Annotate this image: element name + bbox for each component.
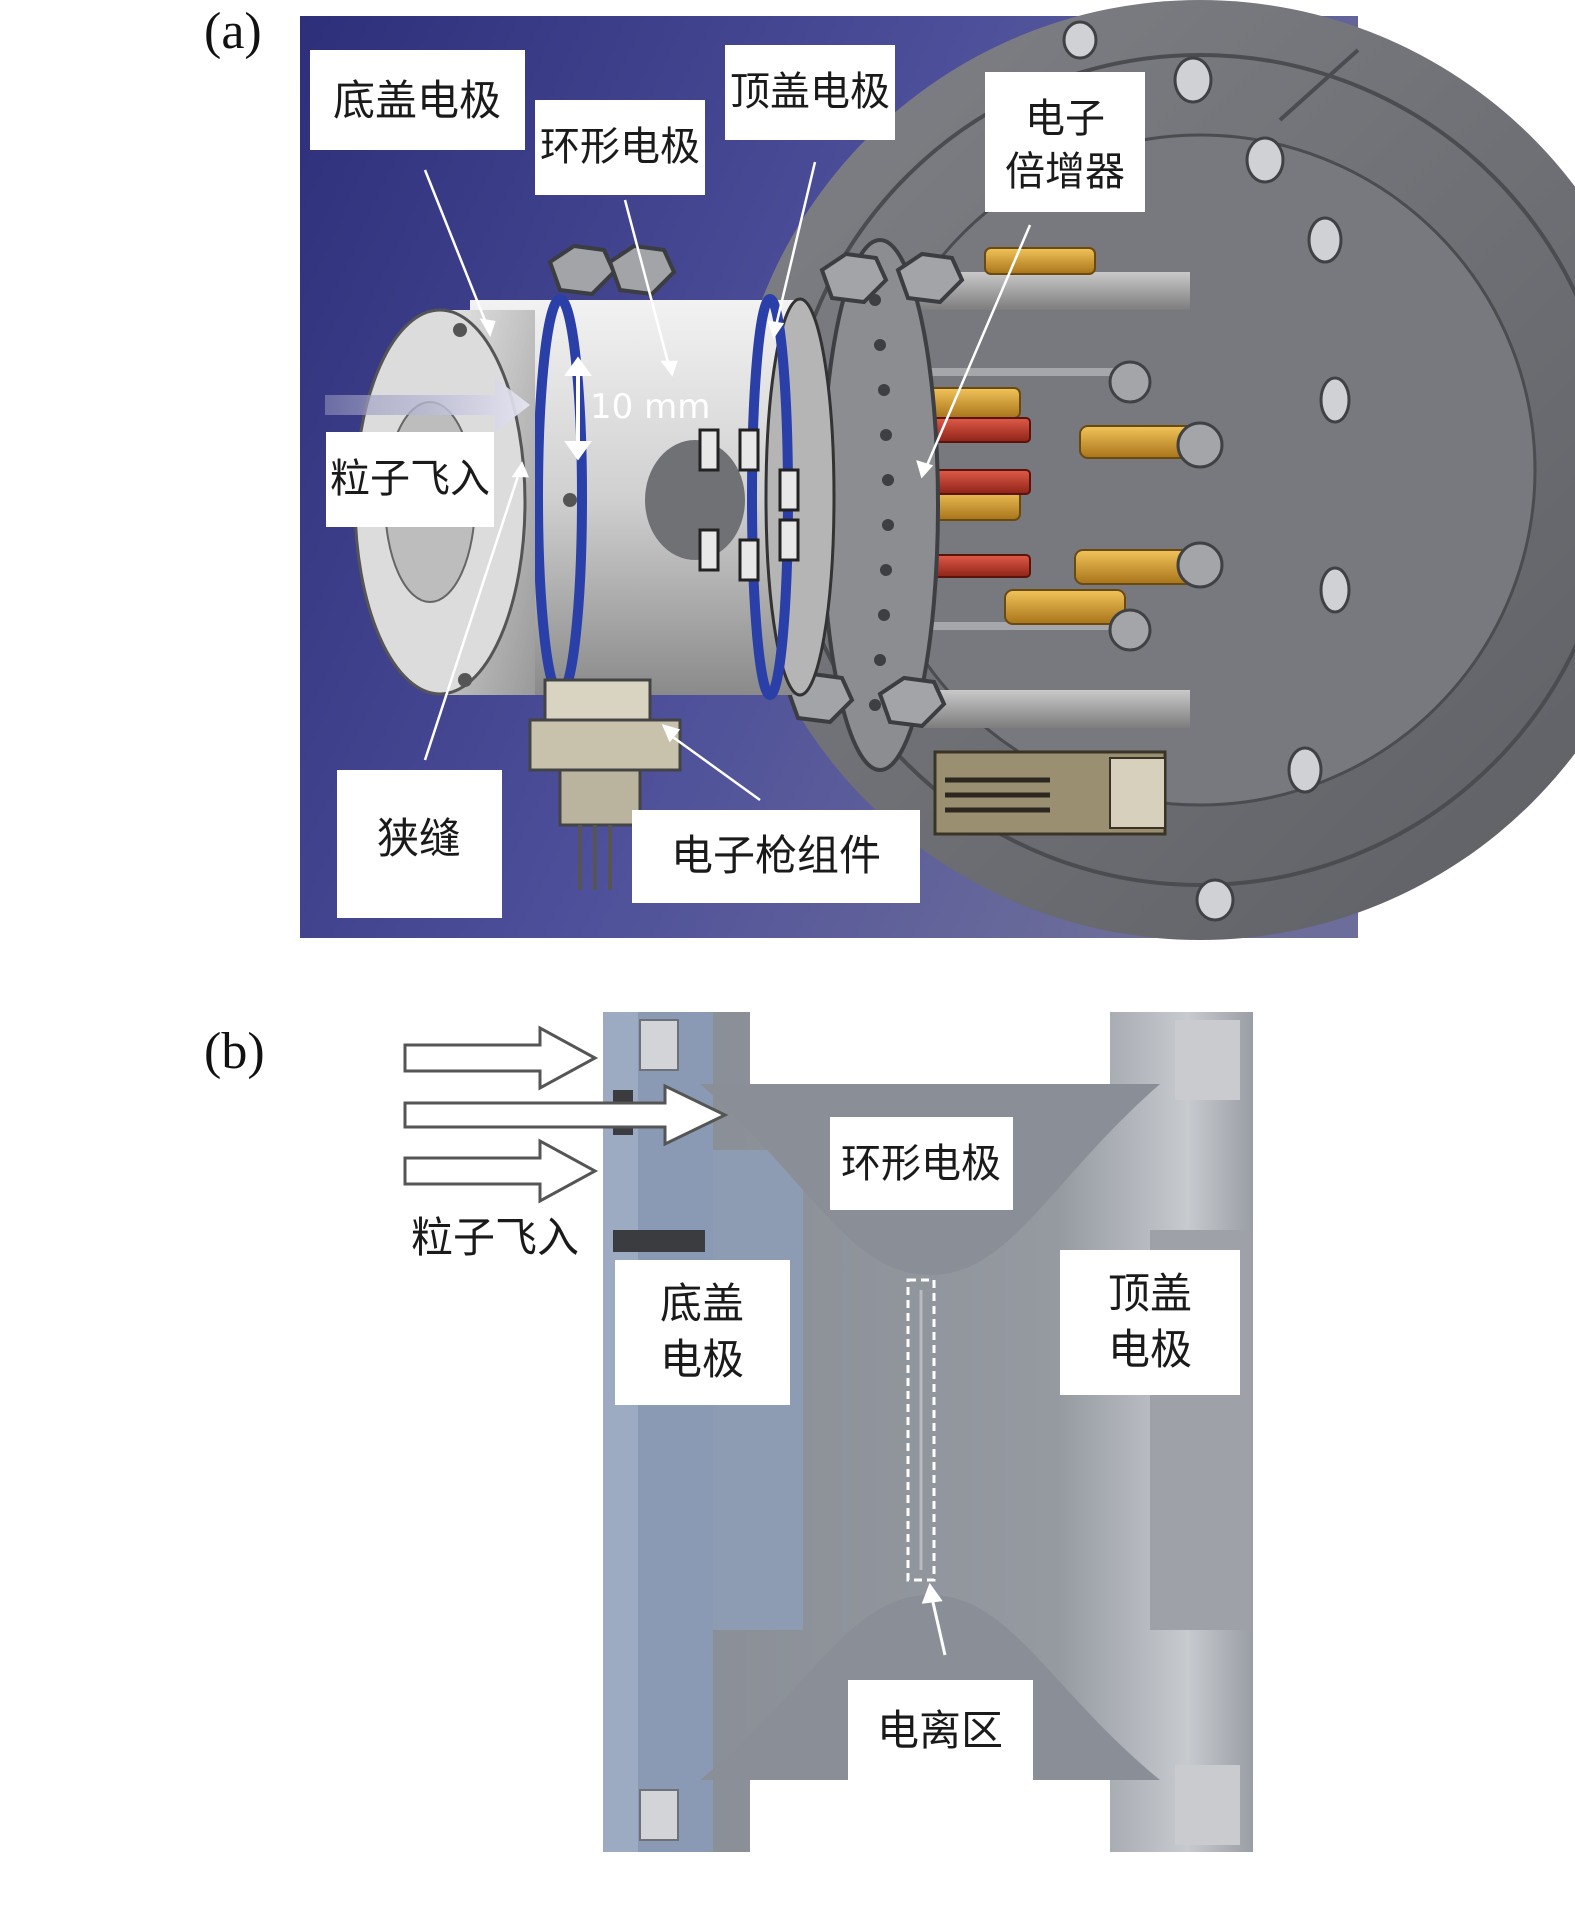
label-box-top-cap-a [725,45,895,140]
label-box-top-cap-b [1060,1250,1240,1395]
label-top-cap-a: 顶盖电极 [730,69,890,115]
label-slit: 狭缝 [377,814,461,863]
particle-arrows-b [403,1025,729,1204]
label-box-electron-gun [632,810,920,903]
side-port-render [645,428,800,582]
panel-b-letter: (b) [204,1023,265,1080]
mounting-ring [820,238,940,772]
label-bottom-cap-b-line2: 电极 [660,1335,744,1384]
bottom-notch [750,1780,1110,1852]
label-particle-in-a: 粒子飞入 [330,456,490,502]
label-top-cap-b-line1: 顶盖 [1108,1269,1192,1318]
label-bottom-cap-a: 底盖电极 [333,76,501,125]
leader-lines-a [423,161,1032,802]
electron-gun-render [528,678,682,890]
top-notch [750,1012,1110,1084]
connector-block [933,750,1167,836]
label-box-ring-a [535,100,705,195]
label-top-cap-b-line2: 电极 [1108,1325,1192,1374]
panel-a-render: 10 mm 底盖电极 环形电极 顶盖电极 电子 倍增器 粒子飞入 狭缝 电子枪组… [300,0,1575,940]
scale-marker [564,356,592,461]
label-ring-a: 环形电极 [540,124,700,170]
label-box-bottom-cap-b [615,1260,790,1405]
label-box-slit [337,770,502,918]
corner-blocks [639,1019,679,1841]
label-box-ring-b [830,1117,1013,1210]
ionization-region-box [906,1278,936,1582]
label-box-bottom-cap-a [310,50,525,150]
label-ring-b: 环形电极 [841,1141,1001,1187]
particle-arrow-a [325,378,530,432]
label-ion-region: 电离区 [877,1706,1003,1755]
label-electron-multiplier-line1: 电子 [1025,96,1105,142]
label-electron-gun: 电子枪组件 [671,831,881,880]
panel-a-letter: (a) [204,3,262,60]
ionization-arrow [921,1582,947,1656]
label-bottom-cap-b-line1: 底盖 [660,1279,744,1328]
label-box-electron-multiplier [985,72,1145,212]
scale-label: 10 mm [590,387,710,427]
label-box-ion-region [848,1680,1033,1780]
label-particle-in-b: 粒子飞入 [411,1213,579,1262]
label-electron-multiplier-line2: 倍增器 [1005,149,1125,195]
label-box-particle-in-a [326,432,494,527]
hex-nuts [547,243,965,729]
panel-b-cross-section: 粒子飞入 环形电极 底盖 电极 顶盖 电极 电离区 [403,1012,1253,1852]
